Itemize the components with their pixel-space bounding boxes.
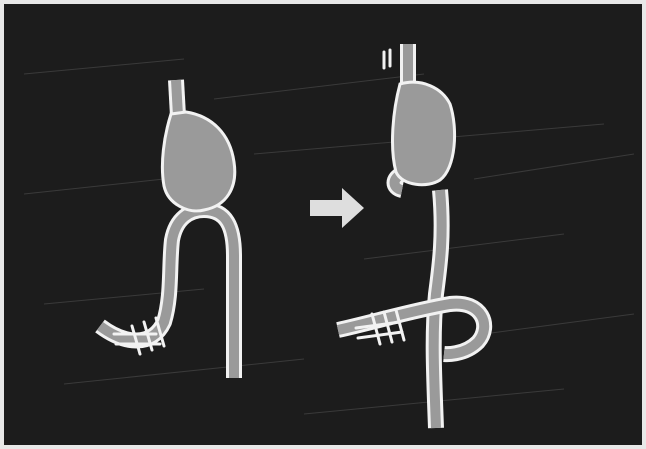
diagram-slide: [4, 4, 642, 445]
diagram-canvas: [4, 4, 642, 445]
before-panel: [100, 80, 235, 378]
before-bowel-lower-limb: [100, 210, 204, 341]
arrow-right-icon: [310, 188, 364, 228]
after-gastric-pouch: [393, 82, 455, 184]
slide-scratches: [24, 59, 634, 414]
before-stomach: [162, 112, 234, 211]
after-panel: [338, 44, 484, 428]
after-esophageal-staple: [384, 50, 390, 68]
